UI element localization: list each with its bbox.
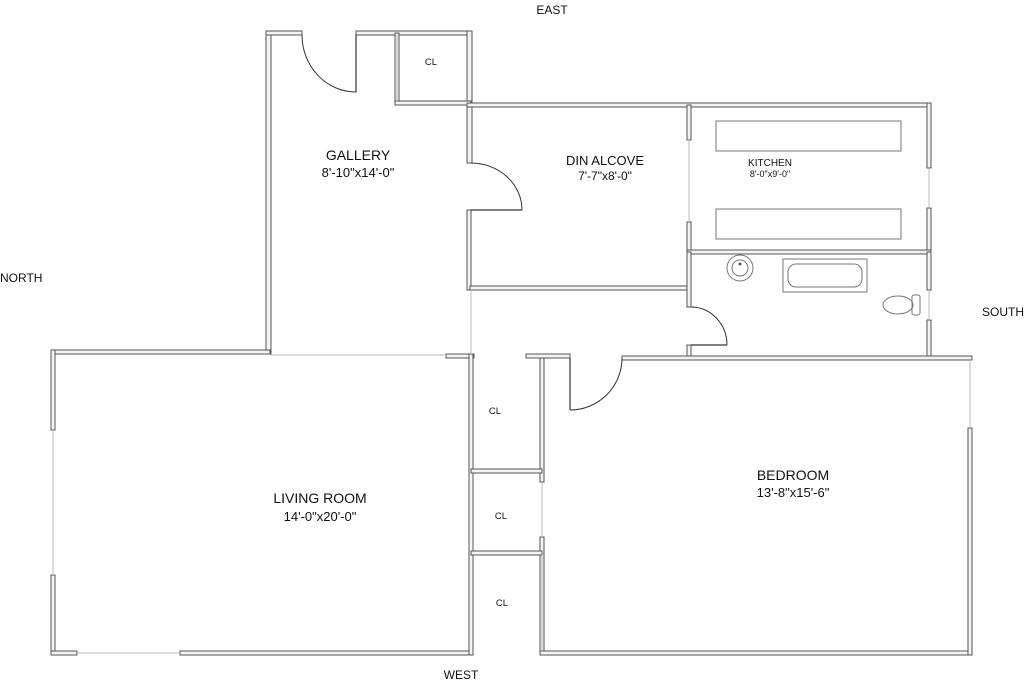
wall-closet-divider-2 [470, 550, 543, 556]
closet-middle-3-label: CL [496, 598, 508, 609]
wall-living-west-upper [50, 349, 56, 431]
dining-alcove-dims: 7'-7"x8'-0" [578, 169, 632, 183]
bedroom-door[interactable] [569, 357, 623, 411]
walls [50, 30, 973, 656]
wall-living-east [468, 353, 474, 656]
wall-closet-divider-1 [470, 468, 543, 474]
wall-living-west-lower [50, 574, 56, 656]
bedroom-label: BEDROOM [757, 467, 829, 483]
wall-bedroom-north-left [525, 353, 571, 359]
wall-living-south-right [179, 650, 474, 656]
dining-door[interactable] [470, 162, 523, 211]
wall-dining-north [466, 102, 932, 108]
wall-gallery-west [265, 30, 272, 355]
wall-closets-east [539, 353, 545, 483]
entry-door[interactable] [301, 34, 357, 93]
toilet-icon [882, 294, 921, 316]
wall-bath-east-upper [926, 251, 932, 291]
wall-gallery-top-right [355, 30, 472, 36]
kitchen-label: KITCHEN [748, 158, 792, 169]
doors [301, 34, 728, 411]
wall-kitchen-east-lower [926, 207, 932, 257]
wall-bath-east-lower [926, 319, 932, 361]
gallery-dims: 8'-10"x14'-0" [322, 165, 395, 180]
compass-north: NORTH [0, 271, 42, 285]
compass-west: WEST [444, 668, 479, 682]
kitchen-counter-upper [715, 120, 902, 152]
kitchen-counter-lower [715, 208, 902, 240]
wall-kitchen-east-upper [926, 102, 932, 169]
wall-gallery-east-lower [466, 209, 472, 291]
bedroom-dims: 13'-8"x15'-6" [757, 485, 830, 500]
closet-top-label: CL [425, 57, 437, 68]
compass-east: EAST [536, 3, 568, 17]
wall-living-north-left [50, 349, 271, 355]
closet-middle-1-label: CL [489, 406, 501, 417]
wall-closet-top-south [394, 100, 472, 106]
wall-living-south-left [50, 650, 78, 656]
wall-bedroom-east-lower [967, 427, 973, 656]
wall-bedroom-south [539, 650, 973, 656]
wall-kitchen-west-lower [686, 221, 692, 253]
wall-kitchen-west-upper [686, 104, 692, 141]
wall-living-north-right [445, 353, 475, 359]
bath-door[interactable] [690, 306, 728, 346]
wall-gallery-east-upper [466, 30, 473, 164]
wall-dining-south [469, 285, 691, 291]
wall-bedroom-north-right [621, 355, 973, 361]
wall-kitchen-south [686, 249, 932, 255]
kitchen-dims: 8'-0"x9'-0" [750, 169, 790, 179]
compass-south: SOUTH [982, 305, 1024, 319]
windows [52, 35, 971, 654]
wall-gallery-top-left [265, 30, 303, 36]
sink-icon [726, 254, 754, 282]
wall-bath-west-upper [686, 251, 692, 308]
dining-alcove-label: DIN ALCOVE [566, 153, 644, 168]
gallery-label: GALLERY [326, 147, 391, 163]
closet-middle-2-label: CL [495, 511, 507, 522]
living-room-label: LIVING ROOM [273, 490, 366, 506]
living-room-dims: 14'-0"x20'-0" [284, 509, 357, 524]
bathtub-icon [782, 258, 868, 293]
fixtures [715, 120, 921, 316]
labels: EAST WEST NORTH SOUTH GALLERY 8'-10"x14'… [0, 3, 1024, 682]
